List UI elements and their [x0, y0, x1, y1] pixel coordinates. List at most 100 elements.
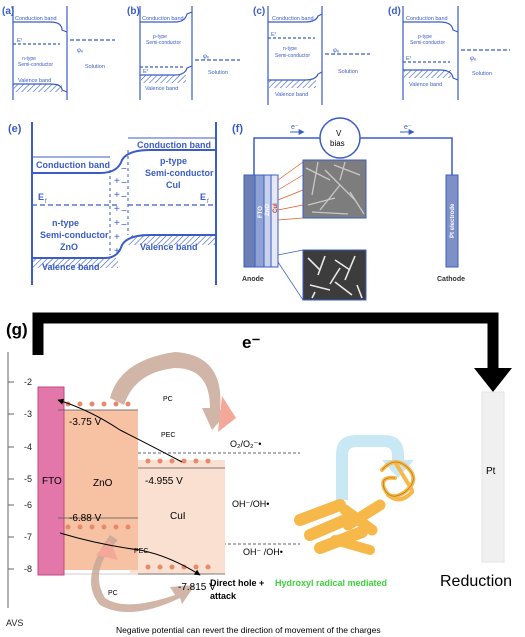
panel-b-semi-2: Semi-conductor [146, 40, 181, 46]
panel-a: (a) Conduction band Valence band Eᶠ n-ty… [2, 6, 115, 100]
pc-bottom-label: PC [108, 590, 118, 597]
panel-e: (e) ++++++ −−−−− Conduction band Conduct… [8, 122, 217, 285]
panel-e-left-semi-3: ZnO [60, 242, 78, 252]
panel-a-ef: Eᶠ [17, 37, 23, 44]
pec-bottom-label: PEC [134, 548, 148, 555]
caption: Negative potential can revert the direct… [116, 625, 381, 635]
y-tick-label: -5 [24, 474, 32, 484]
panel-b-solution: Solution [208, 70, 228, 76]
panel-b-cb: Conduction band [142, 16, 184, 22]
pc-arrow-top [110, 352, 228, 430]
mechanism-attack: attack [210, 591, 237, 601]
potential-vb-cui: -7.815 V [178, 582, 216, 593]
y-tick-label: -7 [24, 532, 32, 542]
panel-a-semi-1: n-type [22, 56, 36, 62]
pc-arrow-bottom [91, 535, 195, 613]
panel-e-cb-left: Conduction band [36, 160, 110, 170]
panel-g: (g) e⁻ -2 -3 -4 -5 -6 -7 -8 AVS [6, 312, 512, 635]
panel-e-vb-right: Valence band [140, 242, 198, 252]
svg-text:+: + [114, 176, 120, 187]
light-blue-arrow [336, 435, 414, 500]
panel-c-cb: Conduction band [272, 16, 314, 22]
panel-f-bias-2: bias [330, 139, 345, 148]
pc-arrow-top-head [218, 396, 236, 432]
y-tick-label: -8 [24, 564, 32, 574]
svg-text:−: − [121, 192, 127, 203]
pollutant-outline [381, 461, 414, 497]
y-tick-label: -3 [24, 409, 32, 419]
svg-text:+: + [114, 190, 120, 201]
panel-c-vb: Valence band [275, 92, 308, 98]
panel-e-right-semi-1: p-type [160, 156, 187, 166]
panel-d-semi-2: Semi-conductor [410, 40, 445, 46]
axis-label: AVS [6, 618, 23, 628]
panel-e-cb-right: Conduction band [137, 140, 211, 150]
panel-d-cb: Conduction band [406, 16, 448, 22]
panel-f-pt: Pt electrode [450, 203, 456, 238]
pollutant-illustration [380, 460, 416, 502]
svg-text:+: + [114, 246, 120, 257]
panel-e-ef-right: E [200, 192, 206, 202]
panel-b-ef: Eᶠ [143, 68, 149, 75]
panel-c-phi: φₑ [333, 48, 340, 54]
panel-e-left-semi-1: n-type [52, 218, 79, 228]
potential-cb-zno: -3.75 V [69, 417, 102, 428]
y-axis: -2 -3 -4 -5 -6 -7 -8 AVS [6, 352, 32, 628]
panel-c: (c) Conduction band Valence band Eᶠ n-ty… [253, 6, 370, 105]
svg-text:−: − [121, 220, 127, 231]
panel-c-semi-2: Semi-conductor [275, 53, 310, 59]
panel-f-e1: e⁻ [291, 124, 299, 131]
cui-block [130, 460, 225, 574]
panel-a-cb: Conduction band [15, 16, 57, 22]
panel-e-label: (e) [8, 123, 22, 135]
zno-block [58, 410, 138, 570]
mechanism-direct: Direct hole + [210, 578, 264, 588]
potential-vb-zno: -6.88 V [69, 513, 102, 524]
panel-a-solution: Solution [85, 64, 105, 70]
y-tick-label: -6 [24, 500, 32, 510]
panel-d-phi: φₑ [470, 56, 477, 62]
panel-e-vb-left: Valence band [42, 262, 100, 272]
panel-d-ef: Eᶠ [406, 55, 412, 62]
mechanism-hydroxyl: Hydroxyl radical mediated [275, 578, 387, 588]
panel-e-ef-right-sub: f [207, 199, 209, 205]
panel-f: (f) e⁻ e⁻ V bias FTO ZnO CuI [232, 117, 465, 301]
panel-d-semi-1: p-type [418, 34, 432, 40]
svg-text:+: + [114, 232, 120, 243]
redox-o2: O₂/O₂⁻• [230, 439, 261, 449]
panel-f-layer-cui: CuI [273, 203, 279, 213]
panel-d-label: (d) [388, 6, 401, 17]
svg-text:−: − [121, 206, 127, 217]
panel-a-semi-2: Semi-conductor [18, 62, 53, 68]
panel-a-vb: Valence band [18, 78, 51, 84]
cui-label: CuI [170, 511, 186, 522]
panel-e-right-semi-2: Semi-conductor [145, 168, 214, 178]
sem-image-cui [302, 159, 367, 219]
panel-c-label: (c) [253, 6, 265, 17]
panel-b-semi-1: p-type [153, 34, 167, 40]
panel-f-cathode: Cathode [437, 276, 465, 283]
panel-e-right-semi-3: CuI [166, 180, 181, 190]
panel-e-left-semi-2: Semi-conductor [40, 230, 109, 240]
fto-block [37, 386, 65, 576]
potential-cb-cui: -4.955 V [145, 476, 183, 487]
panel-f-e2: e⁻ [404, 124, 412, 131]
fto-label: FTO [42, 476, 62, 487]
panel-c-semi-1: n-type [283, 46, 297, 52]
redox-oh-1: OH⁻/OH• [232, 499, 269, 509]
pec-top-label: PEC [161, 432, 175, 439]
panel-a-phi: φₑ [77, 48, 84, 54]
svg-text:−: − [121, 178, 127, 189]
panel-b-vb: Valence band [145, 86, 178, 92]
y-tick-label: -4 [24, 442, 32, 452]
pc-arrow-bottom-head [96, 540, 118, 560]
svg-text:+: + [114, 218, 120, 229]
panel-d: (d) Conduction band Valence band Eᶠ p-ty… [388, 6, 510, 100]
panel-b-phi: φₑ [203, 54, 210, 60]
zno-label: ZnO [93, 478, 113, 489]
pc-top-label: PC [163, 396, 173, 403]
pt-electrode [481, 391, 505, 563]
panel-e-ef-left-sub: f [45, 199, 47, 205]
